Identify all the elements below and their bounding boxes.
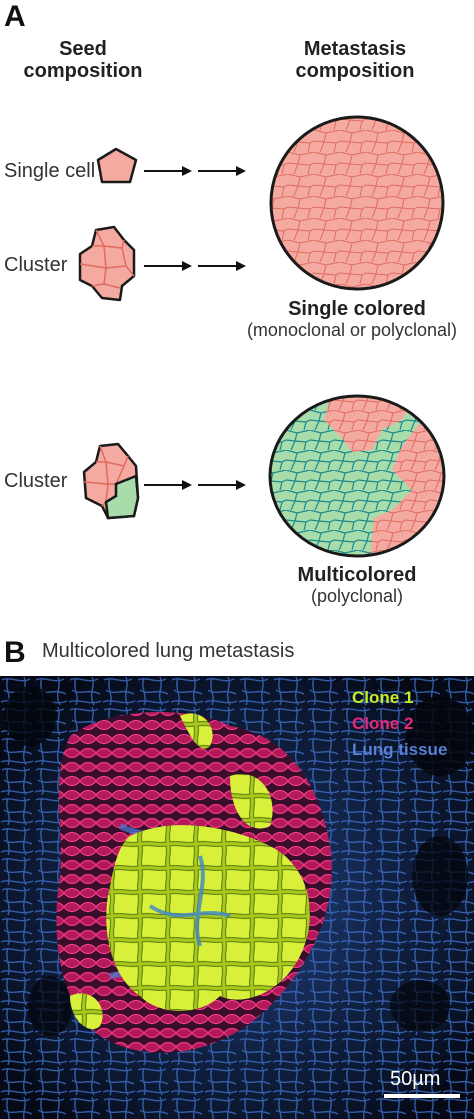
clone-1-region [70, 713, 310, 1030]
single-colored-caption: Single colored [288, 298, 426, 320]
seed-composition-heading: Seed composition [8, 38, 158, 82]
metastasis-composition-heading: Metastasis composition [270, 38, 440, 82]
single-cell-seed [96, 147, 138, 184]
single-colored-subcaption: (monoclonal or polyclonal) [246, 320, 458, 340]
multicolored-metastasis [268, 394, 446, 558]
legend-clone-2: Clone 2 [352, 714, 414, 733]
scale-bar [384, 1094, 460, 1098]
legend-clone-1: Clone 1 [352, 688, 414, 707]
cluster-seed-pink [78, 225, 136, 302]
cluster-seed-multicolor [82, 442, 140, 520]
multicolored-caption: Multicolored [297, 564, 417, 586]
seed-heading-text: Seed composition [23, 38, 143, 82]
arrow-row-2 [144, 261, 246, 271]
metastasis-heading-text: Metastasis composition [295, 38, 415, 82]
arrow-row-3 [144, 480, 246, 490]
lung-micrograph [0, 676, 474, 1119]
single-colored-fill [271, 117, 443, 289]
legend-lung-tissue: Lung tissue [352, 740, 448, 759]
panel-b-letter: B [4, 636, 26, 669]
multicolored-subcaption: (polyclonal) [310, 586, 404, 606]
arrow-row-1 [144, 166, 246, 176]
single-colored-metastasis [269, 115, 445, 291]
cluster-label-2: Cluster [4, 470, 68, 492]
cluster-label-1: Cluster [4, 254, 68, 276]
panel-b-title: Multicolored lung metastasis [42, 640, 295, 662]
scale-bar-label: 50µm [390, 1068, 441, 1090]
single-cell-label: Single cell [4, 160, 96, 182]
panel-a-letter: A [4, 0, 26, 33]
